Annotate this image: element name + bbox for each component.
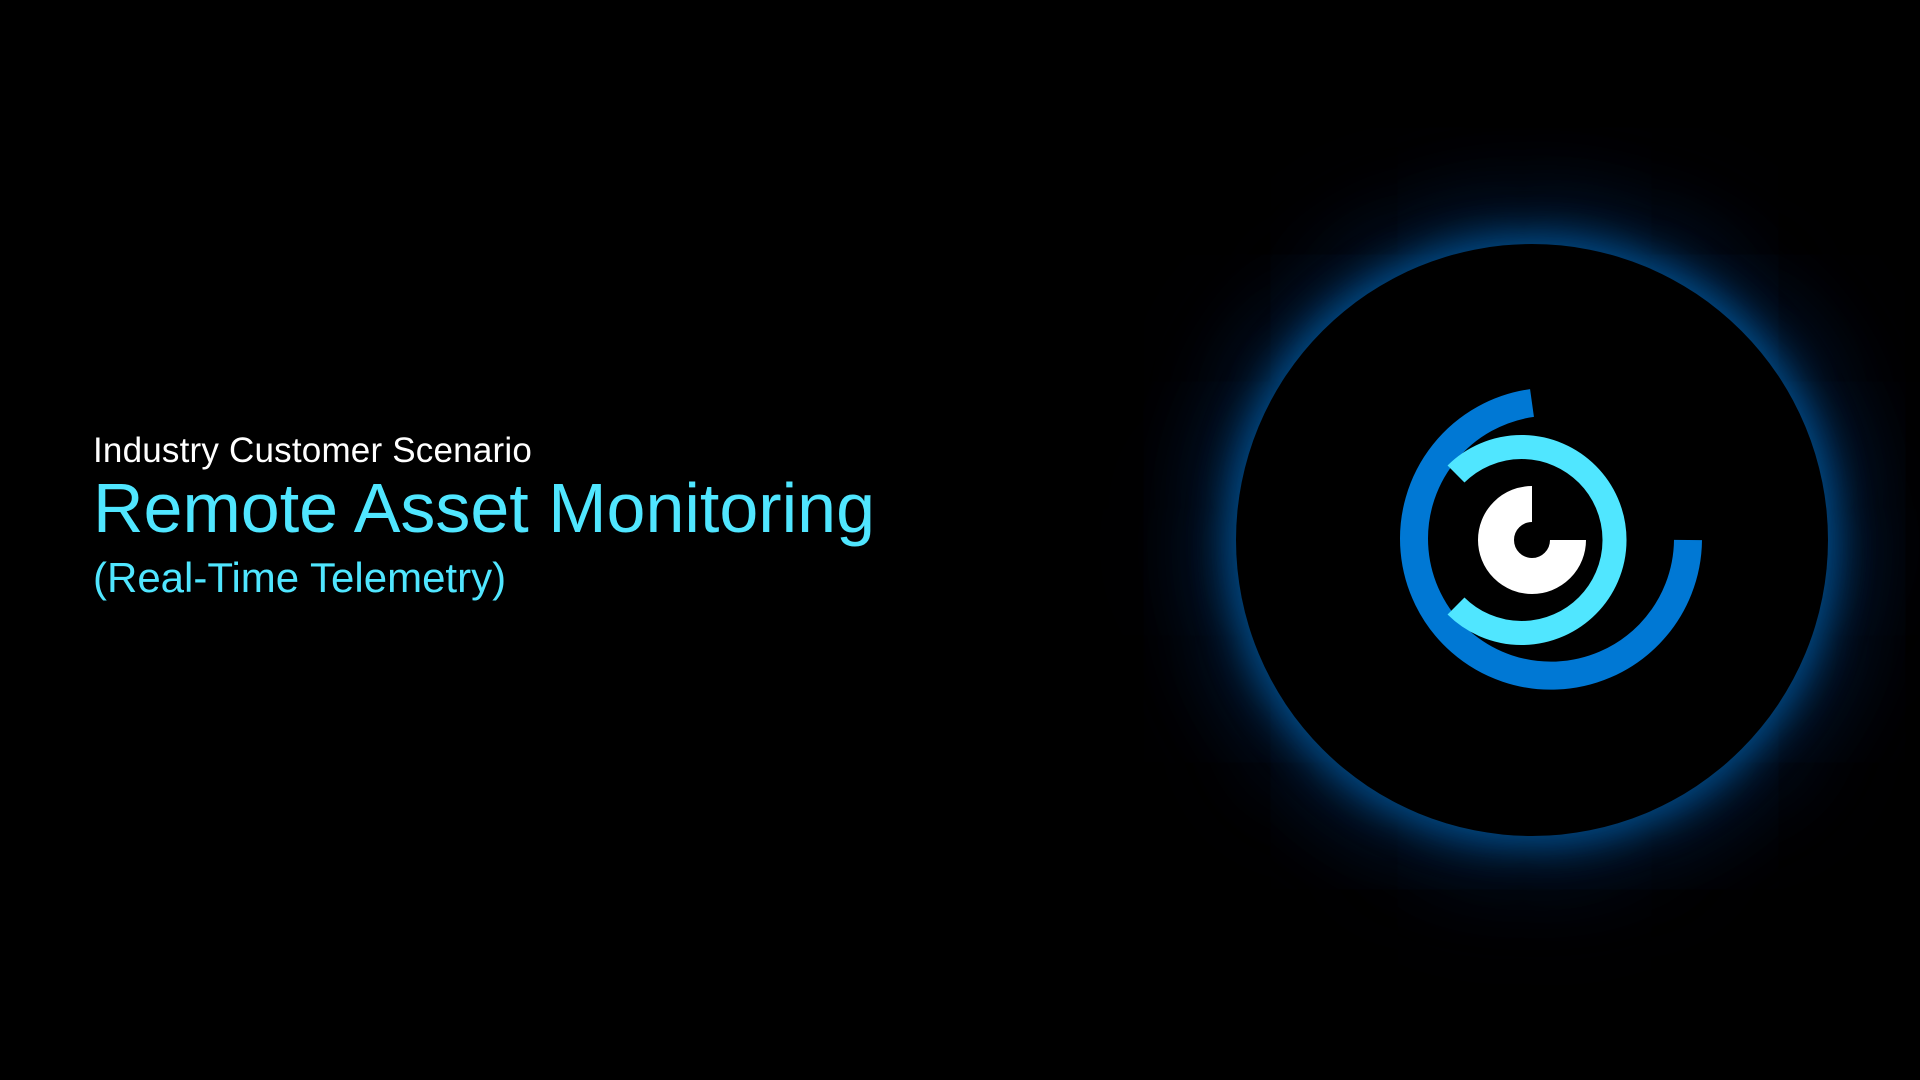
slide-title: Remote Asset Monitoring bbox=[93, 469, 876, 547]
middle-ring-arc bbox=[1447, 435, 1627, 645]
slide-subtitle: (Real-Time Telemetry) bbox=[93, 554, 507, 601]
title-block: Industry Customer Scenario Remote Asset … bbox=[93, 428, 1093, 606]
inner-ring-arc bbox=[1478, 486, 1586, 594]
outer-ring-arc bbox=[1400, 389, 1702, 690]
monitoring-rings-icon bbox=[1400, 389, 1702, 690]
emblem-circle bbox=[1236, 244, 1828, 836]
eyebrow-text: Industry Customer Scenario bbox=[93, 431, 532, 470]
